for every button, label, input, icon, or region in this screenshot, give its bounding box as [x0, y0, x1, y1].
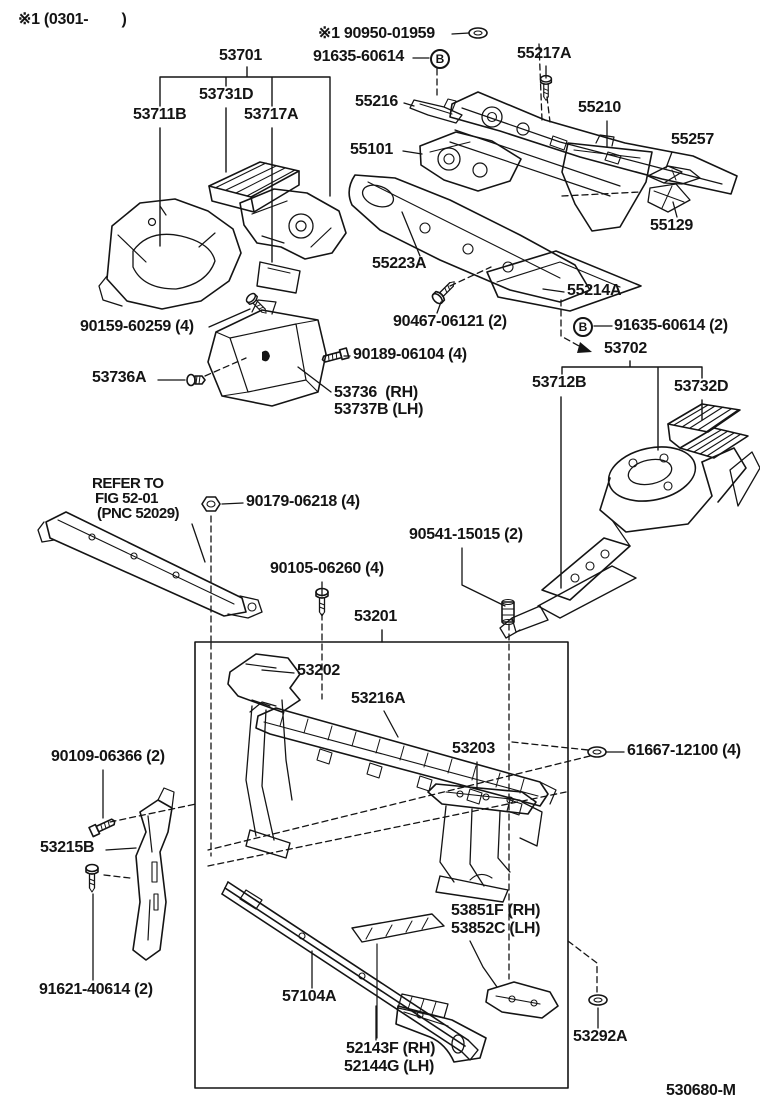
drawing-57104a [221, 881, 479, 1061]
drawing-crossmember [37, 511, 263, 619]
label-52143f: 52143F (RH) [346, 1040, 436, 1057]
label-53851f: 53851F (RH) [451, 902, 541, 919]
label-61667: 61667-12100 (4) [627, 742, 741, 759]
label-53736a: 53736A [92, 369, 147, 386]
label-90541: 90541-15015 (2) [409, 526, 523, 543]
drawing-53717a [239, 188, 347, 294]
drawing-53711b [98, 198, 242, 310]
screw-icon-90159 [245, 292, 267, 314]
revision-note: ※1 (0301- ) [18, 11, 127, 28]
grommet-icon-90950 [468, 27, 488, 39]
label-55129: 55129 [650, 217, 693, 234]
refer-note-line1: REFER TO [92, 475, 164, 492]
drawing-53203 [427, 783, 543, 903]
bolt-icon-91621 [85, 863, 99, 893]
label-53702: 53702 [604, 340, 647, 357]
label-91635-top: 91635-60614 [313, 48, 405, 65]
clip-icon-55216 [409, 98, 463, 124]
label-90950: ※1 90950-01959 [318, 25, 435, 42]
drawing-55210 [561, 134, 653, 232]
label-91635-2: 91635-60614 (2) [614, 317, 728, 334]
drawing-55223a [348, 174, 591, 303]
label-90109: 90109-06366 (2) [51, 748, 165, 765]
drawing-52143f [395, 993, 487, 1063]
label-55210: 55210 [578, 99, 621, 116]
bolt-icon-90105 [315, 587, 329, 617]
rivet-icon-53736a [186, 373, 206, 387]
label-53201: 53201 [354, 608, 397, 625]
label-55216: 55216 [355, 93, 398, 110]
figure-code: 530680-M [666, 1082, 736, 1099]
spacer-icon-90541 [501, 598, 515, 626]
b-letter: B [435, 52, 445, 66]
drawing-53732d [667, 403, 749, 459]
bolt-icon-55217a [539, 74, 553, 101]
label-90105: 90105-06260 (4) [270, 560, 384, 577]
label-53737b-lh: 53737B (LH) [334, 401, 424, 418]
label-53711b: 53711B [133, 106, 187, 123]
drawing-55101 [419, 131, 522, 192]
bracket-tree-53702 [560, 360, 703, 589]
arrow-marker [577, 342, 592, 353]
label-53717a: 53717A [244, 106, 299, 123]
b-fastener-mark-top: B [430, 49, 450, 69]
drawing-53731d [208, 161, 300, 213]
drawing-53736 [207, 299, 327, 407]
b-fastener-mark-mid: B [573, 317, 593, 337]
nut-icon-90179 [201, 496, 221, 512]
drawing-53702-apron [499, 446, 760, 639]
label-55101: 55101 [350, 141, 393, 158]
screw-icon-90467 [431, 281, 455, 305]
refer-note-line3: (PNC 52029) [97, 505, 180, 522]
label-90159: 90159-60259 (4) [80, 318, 194, 335]
label-53736-rh: 53736 (RH) [334, 384, 418, 401]
label-53216a: 53216A [351, 690, 406, 707]
drawing-55129 [647, 183, 691, 213]
bracket-tree-53701 [159, 66, 331, 263]
drawing-53851f [485, 981, 559, 1019]
grommet-icon-61667 [587, 746, 607, 758]
label-53852c: 53852C (LH) [451, 920, 541, 937]
label-53202: 53202 [297, 662, 340, 679]
label-53731d: 53731D [199, 86, 254, 103]
refer-note-line2: FIG 52-01 [95, 490, 159, 507]
label-55223a: 55223A [372, 255, 427, 272]
label-55214a: 55214A [567, 282, 622, 299]
drawing-53216a [249, 701, 557, 816]
label-53732d: 53732D [674, 378, 729, 395]
label-55257: 55257 [671, 131, 714, 148]
b-letter: B [578, 320, 588, 334]
label-90179: 90179-06218 (4) [246, 493, 360, 510]
label-53292a: 53292A [573, 1028, 628, 1045]
label-53215b: 53215B [40, 839, 95, 856]
drawing-53215b [132, 787, 175, 961]
dashed-lines [103, 43, 641, 993]
label-53203: 53203 [452, 740, 495, 757]
label-55217a: 55217A [517, 45, 572, 62]
drawing-55214a [486, 250, 642, 312]
bolt-icon-90109 [88, 818, 116, 838]
label-57104a: 57104A [282, 988, 337, 1005]
leader-lines [92, 32, 678, 1041]
label-52144g: 52144G (LH) [344, 1058, 435, 1075]
label-90467: 90467-06121 (2) [393, 313, 507, 330]
box-53201 [194, 629, 569, 1089]
grommet-icon-53292a [588, 994, 608, 1006]
label-91621: 91621-40614 (2) [39, 981, 153, 998]
drawing-53202 [227, 653, 301, 859]
label-53701: 53701 [219, 47, 262, 64]
label-90189: 90189-06104 (4) [353, 346, 467, 363]
label-53712b: 53712B [532, 374, 587, 391]
bolt-icon-90189 [321, 347, 350, 363]
